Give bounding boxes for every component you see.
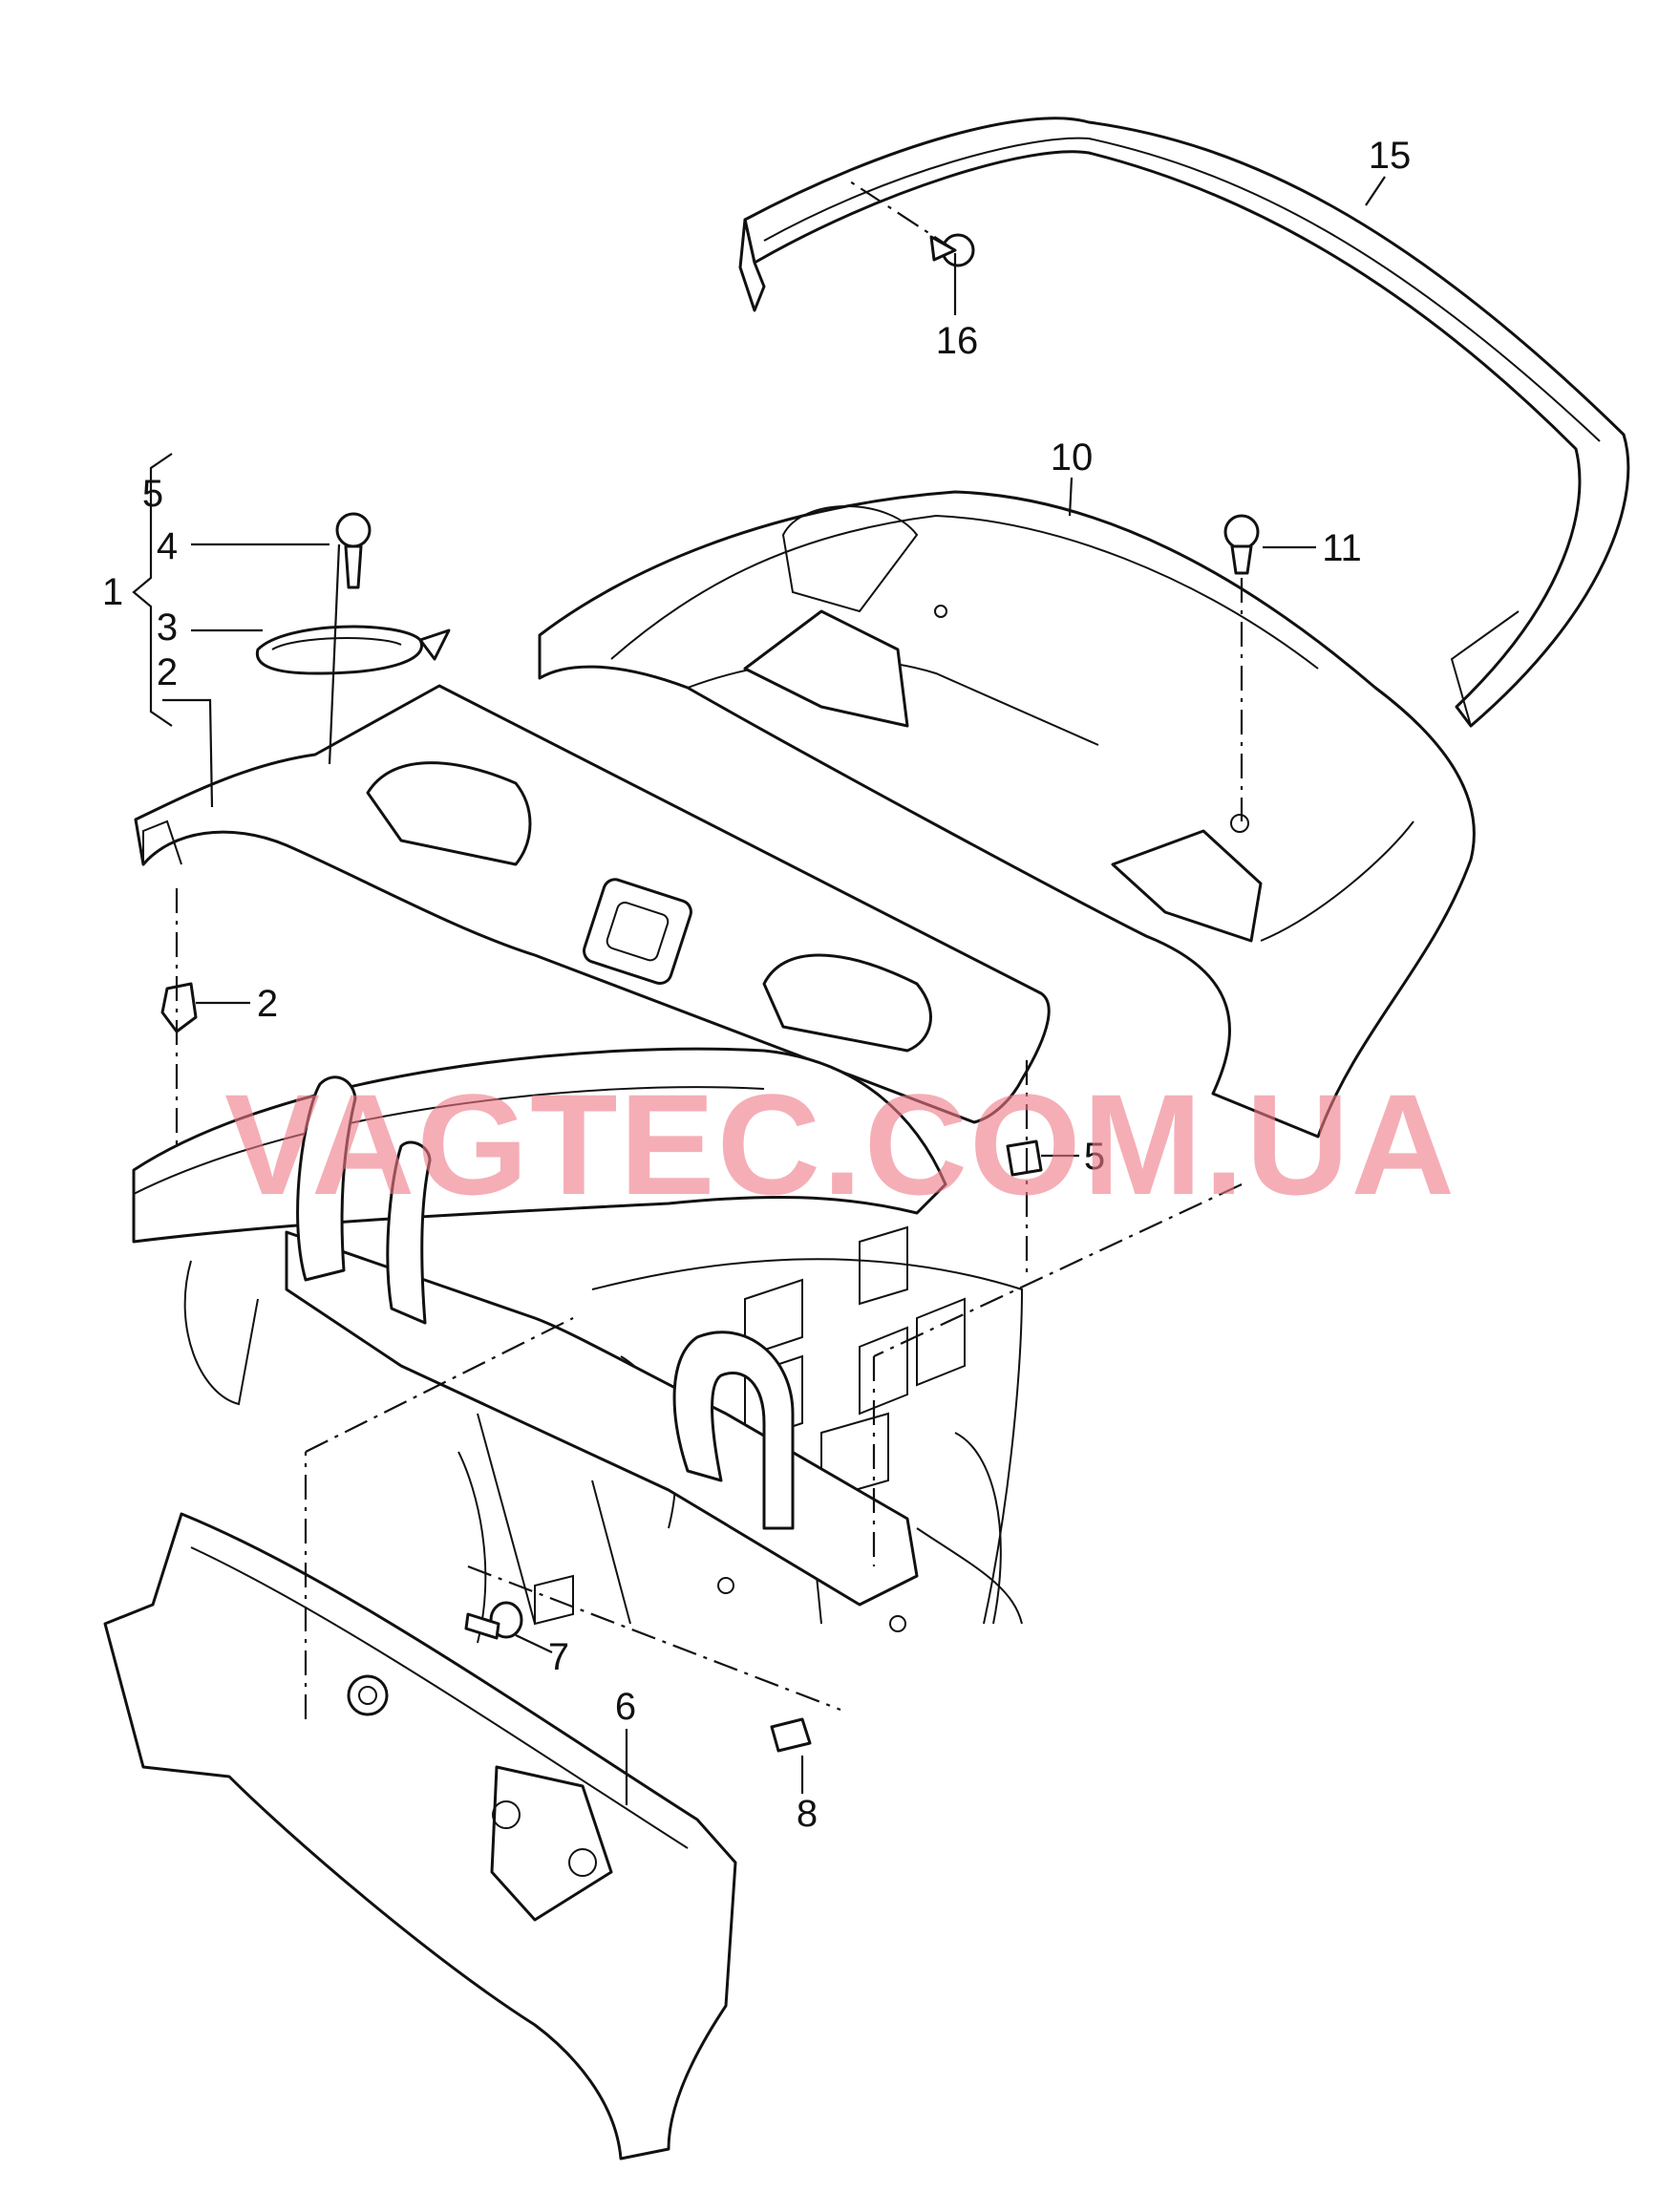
callout-3: 3 <box>157 607 178 649</box>
callout-2-clip: 2 <box>257 983 278 1025</box>
part-8-clip[interactable] <box>467 1565 841 1794</box>
callout-5-group: 5 <box>142 473 163 515</box>
callout-2-group: 2 <box>157 651 178 693</box>
part-5-clip[interactable] <box>1006 1060 1079 1280</box>
assembly-lines <box>304 1183 1243 1719</box>
callout-4: 4 <box>157 525 178 567</box>
callout-1: 1 <box>102 571 123 613</box>
callout-15: 15 <box>1369 135 1412 177</box>
callout-6: 6 <box>615 1686 636 1728</box>
callout-16: 16 <box>936 320 979 362</box>
watermark-text: VAGTEC.COM.UA <box>224 1064 1457 1224</box>
callout-5-clip: 5 <box>1084 1136 1105 1178</box>
part-6-side-trim[interactable] <box>103 1512 737 2161</box>
part-7-bolt[interactable] <box>464 1601 553 1653</box>
part-4-screw[interactable] <box>328 512 372 765</box>
part-3-cover[interactable] <box>255 625 451 675</box>
part-10-parcel-shelf[interactable] <box>538 490 1476 1139</box>
part-11-screw[interactable] <box>1223 514 1316 821</box>
part-2-rear-shelf-trim[interactable] <box>134 684 1051 1124</box>
part-15-trim-strip[interactable] <box>738 117 1630 728</box>
group-bracket <box>132 453 330 808</box>
callout-7: 7 <box>548 1636 569 1678</box>
callout-8: 8 <box>797 1793 818 1835</box>
part-2-clip[interactable] <box>160 888 250 1199</box>
seat-frame <box>285 1075 919 1632</box>
callout-10: 10 <box>1051 436 1094 479</box>
callout-11: 11 <box>1322 527 1362 569</box>
part-16-screw[interactable] <box>849 181 975 315</box>
